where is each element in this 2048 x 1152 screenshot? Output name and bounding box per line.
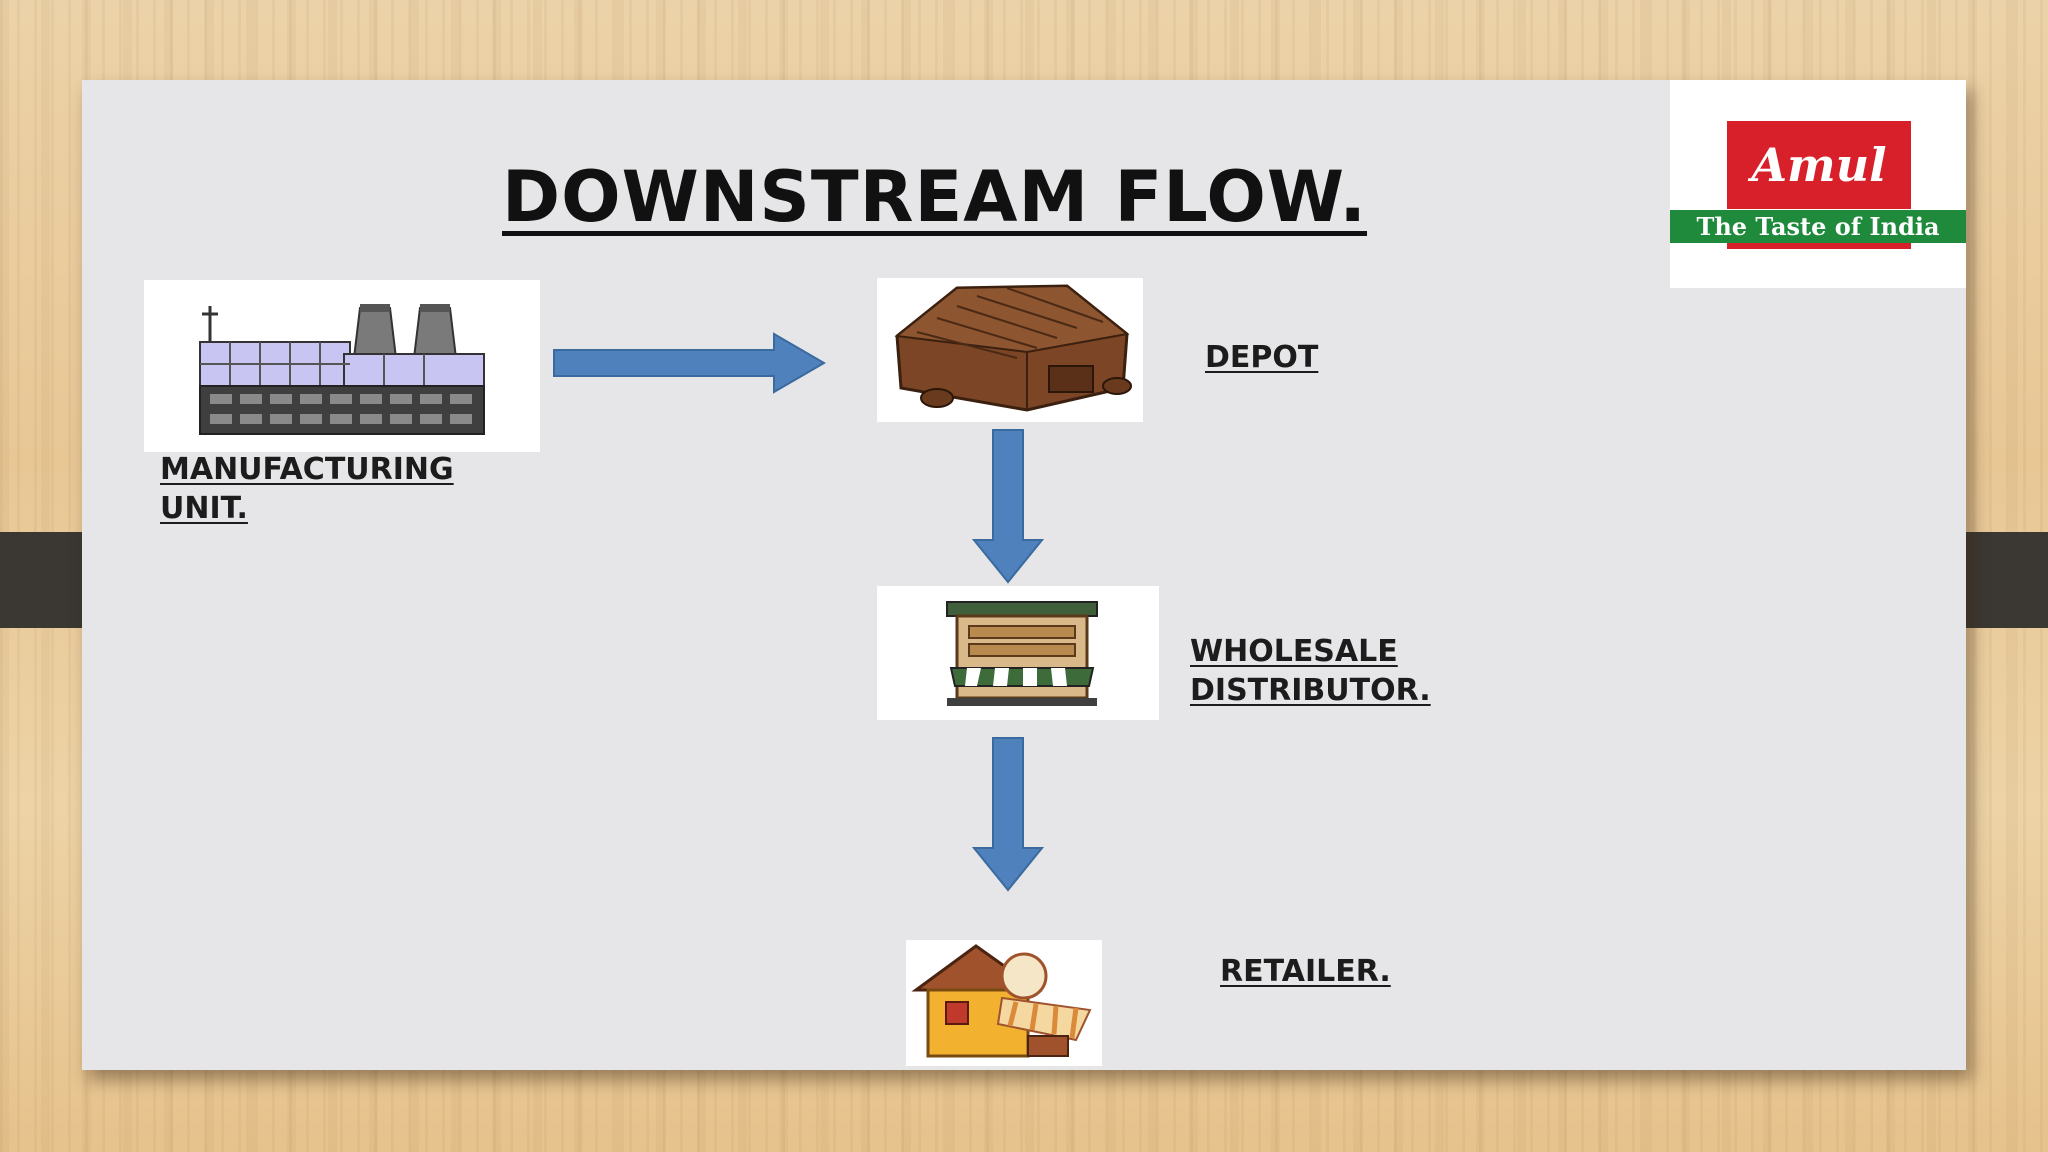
slide: DOWNSTREAM FLOW. Amul The Taste of India [82,80,1966,1070]
background-band-right [1965,532,2048,628]
slide-title: DOWNSTREAM FLOW. [502,156,1368,238]
depot-label: DEPOT [1205,338,1318,377]
background-band-left [0,532,84,628]
logo-underline [1727,243,1911,249]
wholesale-store-icon [877,586,1159,720]
amul-logo: Amul The Taste of India [1670,80,1966,288]
arrow-depot-to-wholesale [972,428,1044,584]
manufacturing-unit-label-line-2: UNIT. [160,491,248,526]
retailer-label-line-1: RETAILER. [1220,954,1391,989]
warehouse-icon [877,278,1143,422]
wholesale-distributor-label-line-2: DISTRIBUTOR. [1190,673,1431,708]
wholesale-distributor-label: WHOLESALE DISTRIBUTOR. [1190,632,1431,710]
wholesale-distributor-label-line-1: WHOLESALE [1190,634,1398,669]
retail-shop-icon [906,940,1102,1066]
arrow-manufacturing-to-depot [552,332,828,394]
arrow-wholesale-to-retailer [972,736,1044,892]
manufacturing-unit-label: MANUFACTURING UNIT. [160,450,454,528]
depot-label-line-1: DEPOT [1205,340,1319,375]
factory-icon [144,280,540,452]
retailer-label: RETAILER. [1220,952,1391,991]
logo-brand-text: Amul [1727,121,1911,209]
manufacturing-unit-label-line-1: MANUFACTURING [160,452,454,487]
logo-tagline: The Taste of India [1670,210,1966,243]
